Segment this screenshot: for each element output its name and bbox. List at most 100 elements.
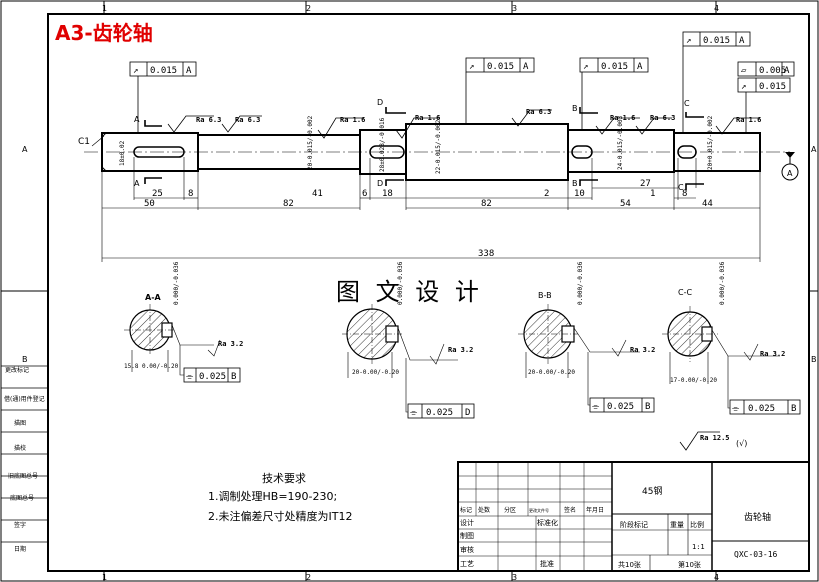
sec-0-name: A-A: [145, 293, 162, 302]
sheet-no: 第10张: [678, 560, 701, 569]
dim-41: 41: [312, 189, 323, 199]
section-mark-a-bottom: A: [134, 179, 140, 188]
datum-label: A: [787, 169, 793, 178]
gtol-3-ref: A: [739, 36, 745, 46]
sheets-total: 共10张: [618, 560, 641, 569]
gtol-4-sym: ▱: [741, 66, 747, 76]
side-row-4: 日期: [14, 545, 26, 553]
general-ra: Ra 12.5: [700, 434, 730, 442]
gtol-5-sym: ↗: [741, 82, 746, 92]
diam-2: 28±0.028/-0.016: [379, 117, 386, 172]
zone-col-3-bottom: 3: [512, 573, 517, 582]
stage-label: 阶段标记: [620, 520, 648, 529]
watermark: 图 文 设 计: [336, 278, 483, 306]
general-ra-paren: (√): [736, 439, 747, 448]
dim-27: 27: [640, 179, 651, 189]
gtol-1-ref: A: [523, 62, 529, 72]
ra-3: Ra 1.6: [415, 114, 440, 122]
datum-a: [781, 152, 799, 181]
sec-2-name: B-B: [538, 291, 552, 300]
sec-1-ra: Ra 3.2: [448, 346, 473, 354]
sec-0-dim: 15.8 0.00/-0.20: [124, 363, 179, 370]
drawing-no: QXC-03-16: [734, 550, 778, 559]
chamfer-label: C1: [78, 137, 90, 147]
sec-3-dim: 17-0.00/-0.20: [670, 377, 717, 384]
role-2: 审核: [460, 545, 474, 554]
rev-col-2: 分区: [504, 506, 516, 514]
gtol-2-sym: ↗: [583, 62, 588, 72]
section-mark-c-bottom: C: [678, 183, 684, 192]
sec-2-ref: B: [645, 402, 650, 412]
section-views: [124, 304, 801, 419]
tech-line-2: 2.未注偏差尺寸处精度为IT12: [208, 509, 352, 523]
gtol-3-sym: ↗: [686, 36, 691, 46]
side-top-label: 更改标记: [5, 366, 29, 374]
dim-1: 1: [650, 189, 655, 199]
side-table: [1, 365, 48, 543]
side-row-2: 底图总号: [10, 494, 34, 502]
sec-3-name: C-C: [678, 288, 692, 297]
dimension-lines: [101, 157, 761, 262]
gtol-0-sym: ↗: [133, 66, 138, 76]
section-mark-b-top: B: [572, 104, 578, 113]
material: 45钢: [642, 485, 662, 497]
dim-25: 25: [152, 189, 163, 199]
side-row-3: 签字: [14, 521, 26, 529]
ra-6: Ra 6.3: [650, 114, 675, 122]
sec-0-top: 0.000/-0.036: [173, 261, 180, 305]
zone-row-b-right: B: [811, 355, 817, 364]
sec-0-sym: ⌯: [186, 372, 194, 382]
ratio: 1:1: [692, 543, 705, 551]
ra-2: Ra 1.6: [340, 116, 365, 124]
section-mark-d-top: D: [377, 98, 383, 107]
gtol-0-ref: A: [186, 66, 192, 76]
sec-0-ra: Ra 3.2: [218, 340, 243, 348]
ra-5: Ra 1.6: [610, 114, 635, 122]
sec-1-dim: 20-0.00/-0.20: [352, 369, 399, 376]
sec-2-top: 0.000/-0.036: [577, 261, 584, 305]
side-row-5: 描图: [14, 419, 26, 427]
side-row-6: 描校: [14, 444, 26, 452]
zone-col-2: 2: [306, 4, 311, 13]
section-mark-d-bottom: D: [377, 179, 383, 188]
sec-2-sym: ⌯: [592, 402, 600, 412]
dim-50: 50: [144, 199, 155, 209]
rev-col-0: 标记: [460, 506, 472, 514]
gtol-0-val: 0.015: [150, 66, 177, 76]
ra-1: Ra 6.3: [235, 116, 260, 124]
zone-col-4-bottom: 4: [714, 573, 719, 582]
rev-col-5: 年月日: [586, 506, 604, 514]
tech-line-1: 1.调制处理HB=190-230;: [208, 490, 337, 503]
rev-col-4: 签名: [564, 506, 576, 514]
zone-col-1-bottom: 1: [102, 573, 107, 582]
zone-col-3: 3: [512, 4, 517, 13]
diam-3: 22-0.015/-0.002: [435, 119, 442, 174]
sec-0-tol: 0.025: [199, 372, 226, 382]
side-row-1: 旧底图总号: [8, 472, 38, 480]
sec-2-tol: 0.025: [607, 402, 634, 412]
zone-col-1: 1: [102, 4, 107, 13]
ra-4: Ra 6.3: [526, 108, 551, 116]
dim-54: 54: [620, 199, 631, 209]
ra-7: Ra 1.6: [736, 116, 761, 124]
sec-1-ref: D: [465, 408, 470, 418]
dim-18: 18: [382, 189, 393, 199]
sec-3-ra: Ra 3.2: [760, 350, 785, 358]
role-1: 制图: [460, 531, 474, 540]
sec-3-top: 0.000/-0.036: [719, 261, 726, 305]
gtol-frames: [129, 31, 795, 133]
ratio-label: 比例: [690, 520, 704, 529]
diam-5: 20+0.015/-0.002: [707, 115, 714, 170]
dim-44: 44: [702, 199, 713, 209]
ra-0: Ra 6.3: [196, 116, 221, 124]
gtol-2-ref: A: [637, 62, 643, 72]
sec-0-ref: B: [231, 372, 236, 382]
role-3: 工艺: [460, 560, 474, 568]
zone-col-2-bottom: 2: [306, 573, 311, 582]
gtol-4-val: 0.005: [759, 66, 786, 76]
rev-col-1: 处数: [478, 506, 490, 514]
sheet-title: A3-齿轮轴: [55, 21, 153, 45]
diam-1: 20-0.015/-0.002: [307, 115, 314, 170]
approve-label: 批准: [540, 559, 554, 568]
